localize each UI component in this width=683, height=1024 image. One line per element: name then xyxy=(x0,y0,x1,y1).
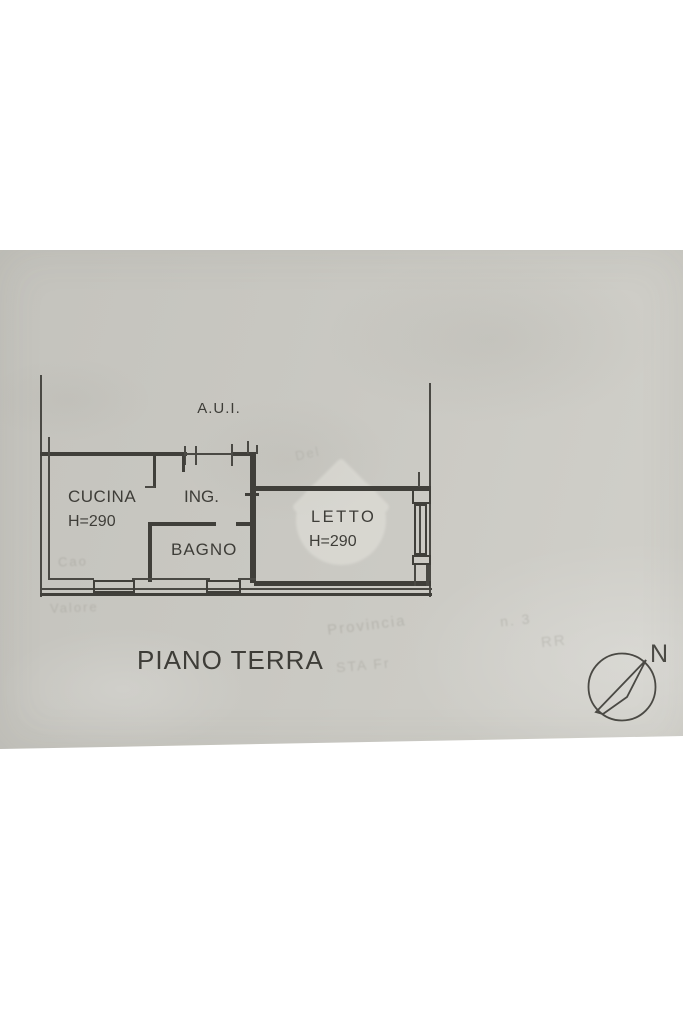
room-height-cucina: H=290 xyxy=(68,513,116,530)
floor-line-connector xyxy=(238,578,256,580)
room-height-letto: H=290 xyxy=(309,533,357,550)
wall-right-inner xyxy=(414,565,416,586)
room-label-ing: ING. xyxy=(184,487,219,506)
wall-bagno-top-right xyxy=(236,522,256,526)
entry-stub xyxy=(182,456,185,472)
north-arrow-icon xyxy=(594,659,647,715)
floor-line-cucina xyxy=(48,578,94,580)
wall-bottom-outer xyxy=(40,593,432,596)
room-label-bagno: BAGNO xyxy=(171,540,238,559)
wall-letto-bottom xyxy=(254,581,431,586)
wall-top-right xyxy=(232,452,256,456)
compass-circle xyxy=(587,652,657,722)
wall-tick xyxy=(247,441,249,454)
wall-tick xyxy=(231,444,233,466)
room-label-letto: LETTO xyxy=(311,508,377,526)
door-jamb-tick xyxy=(184,446,186,465)
window-right xyxy=(414,504,427,555)
window-sill xyxy=(93,580,135,593)
door-threshold xyxy=(185,453,235,455)
boundary-line-left xyxy=(40,375,42,597)
wall-step xyxy=(250,452,256,488)
room-label-cucina: CUCINA xyxy=(68,487,137,506)
floor-plan: A.U.I. CUCINA H=290 ING. BAGNO LETTO H=2… xyxy=(0,250,683,749)
wall-letto-front xyxy=(254,486,431,491)
floor-title: PIANO TERRA xyxy=(137,645,324,675)
wall-cucina-left xyxy=(48,452,50,579)
wall-bagno-top-left xyxy=(148,522,216,526)
wall-tick xyxy=(48,437,50,453)
wall-right-jamb-upper xyxy=(412,488,431,504)
scanned-paper-sheet: Del Cao Valore Provincia n. 3 RR STA Fr xyxy=(0,250,683,749)
wall-tick xyxy=(256,445,258,454)
floor-line-cucina xyxy=(132,578,154,580)
room-label-aui: A.U.I. xyxy=(197,400,241,417)
wall-right-jamb-lower xyxy=(412,555,431,565)
north-label: N xyxy=(650,640,668,668)
window-sill xyxy=(206,580,241,593)
window-right-midline xyxy=(419,506,421,553)
wall-tick xyxy=(418,472,420,487)
wall-bagno-left xyxy=(148,522,152,582)
wall-right-outer xyxy=(426,565,429,586)
partition-stub xyxy=(153,456,156,488)
door-jamb-tick xyxy=(195,446,197,465)
wall-bottom-inner xyxy=(40,588,432,590)
wall-center xyxy=(250,488,256,583)
partition-stub-foot xyxy=(145,486,155,488)
floor-line-bagno xyxy=(152,578,210,580)
compass-rose: N xyxy=(587,640,668,722)
wall-top-left xyxy=(40,452,187,456)
